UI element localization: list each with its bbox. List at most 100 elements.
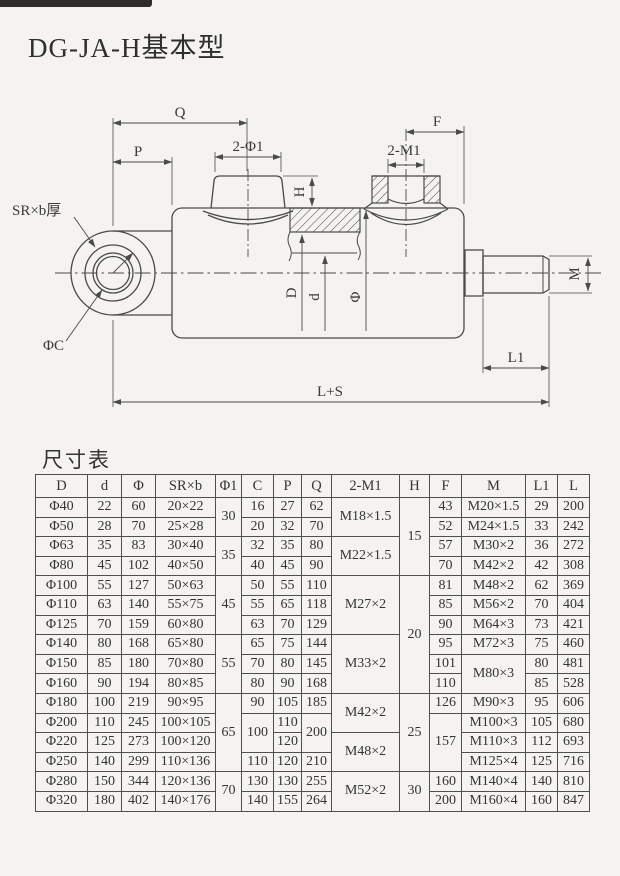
cylinder-section-drawing: D d Φ <box>12 105 602 407</box>
table-cell: 680 <box>557 712 590 734</box>
table-cell: 75 <box>525 634 558 655</box>
table-cell: 75 <box>273 634 302 655</box>
piston-rod <box>464 249 550 297</box>
scan-artifact <box>0 0 152 7</box>
table-cell: 242 <box>557 516 590 538</box>
table-cell: 100×105 <box>155 712 216 734</box>
table-cell: 73 <box>525 614 558 636</box>
table-cell: 200 <box>429 790 462 812</box>
column-header: Φ <box>121 474 156 498</box>
rod-thread-outline <box>482 255 550 294</box>
column-header: P <box>273 474 302 498</box>
table-cell: 255 <box>301 771 332 792</box>
table-cell: 180 <box>87 790 122 812</box>
table-cell: 25×28 <box>155 516 216 538</box>
table-cell: 62 <box>525 575 558 596</box>
table-cell: M110×3 <box>461 732 526 753</box>
table-cell: Φ40 <box>35 497 88 518</box>
table-cell: 100×120 <box>155 732 216 753</box>
eye-bore-outer <box>92 252 134 294</box>
table-cell: 112 <box>525 732 558 753</box>
label-ls: L+S <box>317 384 343 400</box>
table-cell: 528 <box>557 673 590 694</box>
table-cell: 100 <box>87 692 122 714</box>
table-cell: 70 <box>525 594 558 616</box>
table-cell: 102 <box>121 555 156 577</box>
column-header: Q <box>301 474 332 498</box>
column-header: SR×b <box>155 474 216 498</box>
table-cell: 129 <box>301 614 332 636</box>
table-cell: 120 <box>273 751 302 773</box>
table-cell: 120×136 <box>155 771 216 792</box>
table-cell: 145 <box>301 653 332 675</box>
table-cell: 110 <box>273 712 302 734</box>
table-cell: 200 <box>301 712 332 753</box>
table-cell: 90 <box>301 555 332 577</box>
table-cell: 140 <box>87 751 122 773</box>
table-cell: 105 <box>273 692 302 714</box>
table-cell: Φ140 <box>35 634 88 655</box>
column-header: C <box>241 474 274 498</box>
table-cell: 90 <box>429 614 462 636</box>
table-cell: 716 <box>557 751 590 773</box>
table-cell: 140 <box>241 790 274 812</box>
table-cell: 55×75 <box>155 594 216 616</box>
table-cell: 63 <box>241 614 274 636</box>
table-cell: 194 <box>121 673 156 694</box>
table-cell: 30 <box>215 496 242 538</box>
table-cell: 20×22 <box>155 497 216 518</box>
page-title: DG-JA-H基本型 <box>28 33 226 63</box>
table-cell: 185 <box>301 692 332 714</box>
table-cell: 126 <box>429 692 462 714</box>
table-cell: 40×50 <box>155 555 216 577</box>
label-h: H <box>292 186 308 197</box>
column-header: L1 <box>525 474 558 498</box>
table-title: 尺寸表 <box>42 448 111 472</box>
table-cell: Φ125 <box>35 614 88 636</box>
table-cell: Φ63 <box>35 536 88 557</box>
table-cell: 80 <box>87 634 122 655</box>
table-cell: Φ200 <box>35 712 88 734</box>
table-cell: 33 <box>525 516 558 538</box>
table-cell: 80 <box>241 673 274 694</box>
bore-dimensions <box>299 210 369 331</box>
table-cell: 160 <box>525 790 558 812</box>
table-cell: 308 <box>557 555 590 577</box>
table-cell: 65×80 <box>155 634 216 655</box>
table-cell: 63 <box>87 594 122 616</box>
table-cell: 52 <box>429 516 462 538</box>
eye-bore-inner <box>95 255 131 291</box>
eye-mount <box>70 230 172 316</box>
table-cell: M42×2 <box>461 555 526 577</box>
table-cell: 29 <box>525 497 558 518</box>
table-cell: 15 <box>399 496 430 577</box>
table-cell: 460 <box>557 634 590 655</box>
table-cell: 90 <box>87 673 122 694</box>
table-cell: 50×63 <box>155 575 216 596</box>
table-cell: 110 <box>301 575 332 596</box>
label-p: P <box>134 144 142 160</box>
table-cell: 150 <box>87 771 122 792</box>
table-cell: M125×4 <box>461 751 526 773</box>
label-srb: SR×b厚 <box>12 203 61 219</box>
table-cell: 693 <box>557 732 590 753</box>
table-cell: 127 <box>121 575 156 596</box>
radius-arrow-sr <box>112 252 134 274</box>
table-cell: 168 <box>121 634 156 655</box>
table-cell: 299 <box>121 751 156 773</box>
table-cell: 43 <box>429 497 462 518</box>
label-d: d <box>307 293 323 301</box>
table-cell: 130 <box>241 771 274 792</box>
table-cell: 159 <box>121 614 156 636</box>
column-header: F <box>429 474 462 498</box>
table-cell: 80 <box>301 536 332 557</box>
column-header: H <box>399 474 430 498</box>
